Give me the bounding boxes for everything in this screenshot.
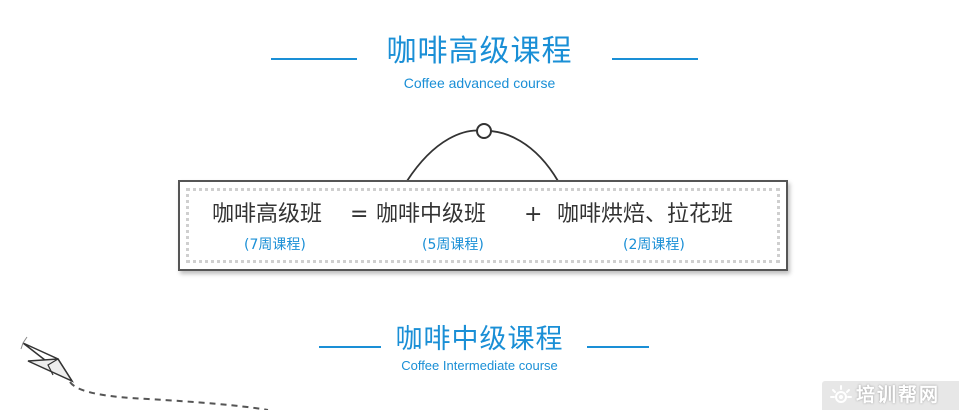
paper-plane-icon <box>20 336 269 410</box>
section-title-advanced: 咖啡高级课程 <box>386 34 573 69</box>
sun-eye-icon <box>830 385 852 403</box>
formula-duration-intermediate: (5周课程) <box>422 237 484 253</box>
watermark-text: 培训帮网 <box>856 384 941 406</box>
heading-left-rule-2 <box>319 346 381 348</box>
formula-equals: = <box>350 202 369 227</box>
formula-term-roasting-latte: 咖啡烘焙、拉花班 <box>557 202 734 227</box>
heading-right-rule <box>612 58 698 60</box>
formula-duration-advanced: (7周课程) <box>244 237 306 253</box>
formula-duration-roasting-latte: (2周课程) <box>623 237 685 253</box>
heading-right-rule-2 <box>587 346 649 348</box>
formula-plus: + <box>524 202 543 227</box>
section-subtitle-intermediate: Coffee Intermediate course <box>401 358 558 373</box>
hanging-string <box>406 123 559 182</box>
pin-icon <box>476 123 492 139</box>
heading-left-rule <box>271 58 357 60</box>
watermark-logo: 培训帮网 <box>822 381 959 410</box>
section-subtitle-advanced: Coffee advanced course <box>403 75 556 91</box>
card-dotted-border <box>186 188 780 263</box>
formula-term-advanced: 咖啡高级班 <box>212 202 323 227</box>
formula-term-intermediate: 咖啡中级班 <box>376 202 487 227</box>
course-formula-card: 咖啡高级班 (7周课程) = 咖啡中级班 (5周课程) + 咖啡烘焙、拉花班 (… <box>178 180 788 271</box>
section-title-intermediate: 咖啡中级课程 <box>395 324 564 355</box>
